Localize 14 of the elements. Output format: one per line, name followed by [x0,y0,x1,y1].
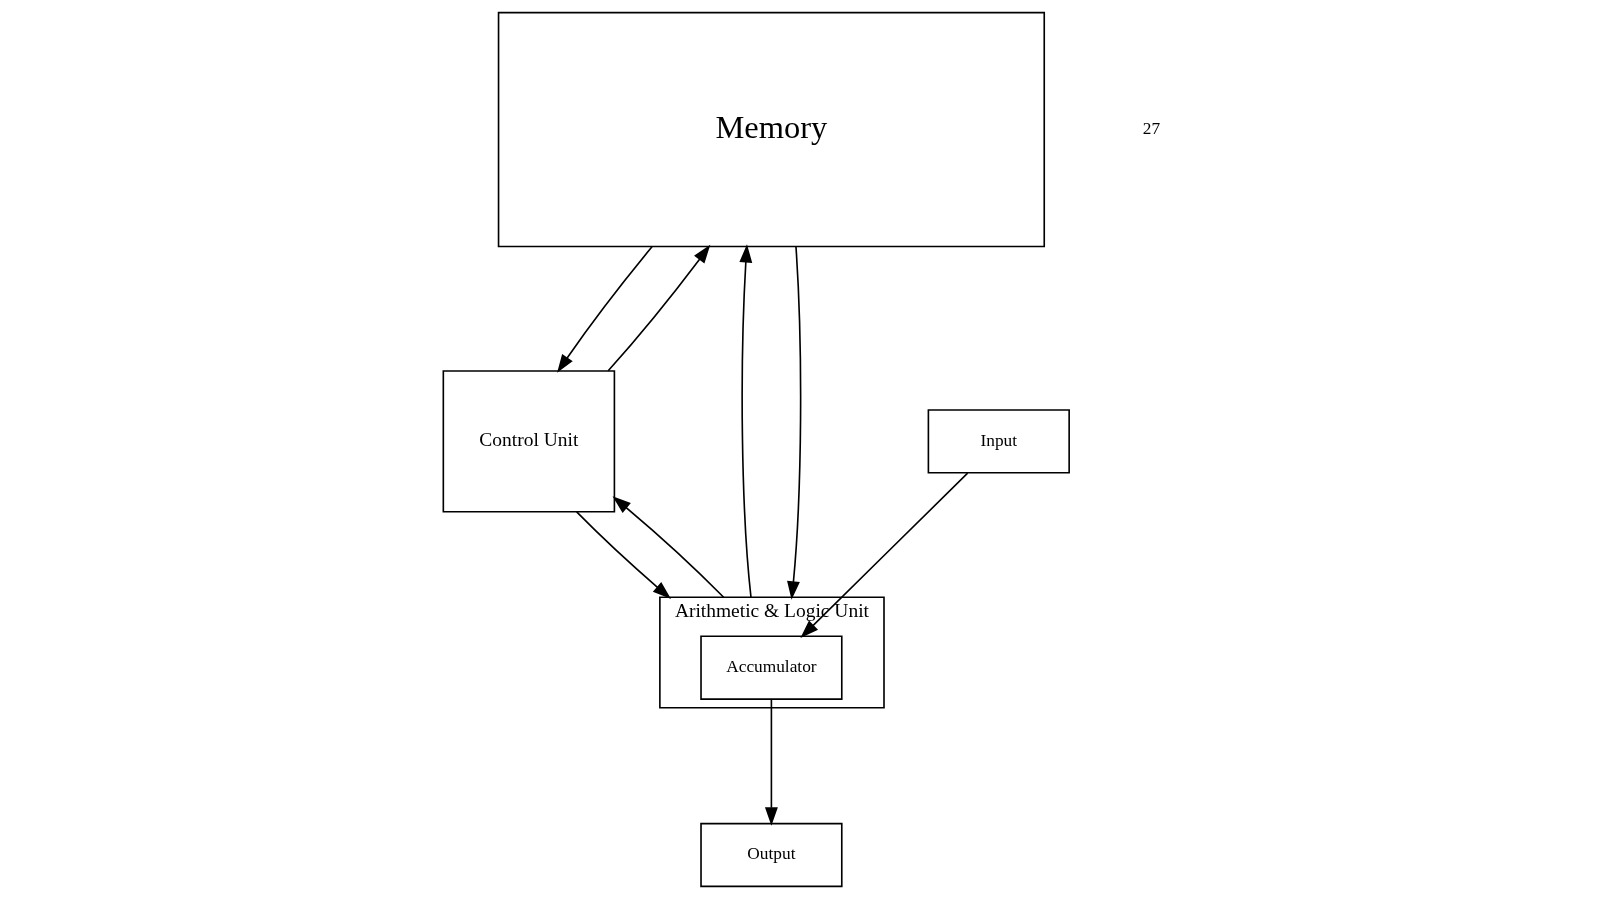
label: 27 [1142,118,1161,138]
node-box: Memory [497,11,1046,248]
arrow [575,511,672,599]
arrow [739,244,753,599]
arrow [612,496,725,599]
node-box: Output [700,822,843,888]
arrow [764,698,778,826]
arrow [787,245,802,600]
node-box: Input [927,409,1070,474]
arrow [557,246,653,373]
arrow [607,244,711,372]
arrow [800,472,969,638]
node-box: Control Unit [442,370,616,513]
node-box: Accumulator [700,635,843,700]
